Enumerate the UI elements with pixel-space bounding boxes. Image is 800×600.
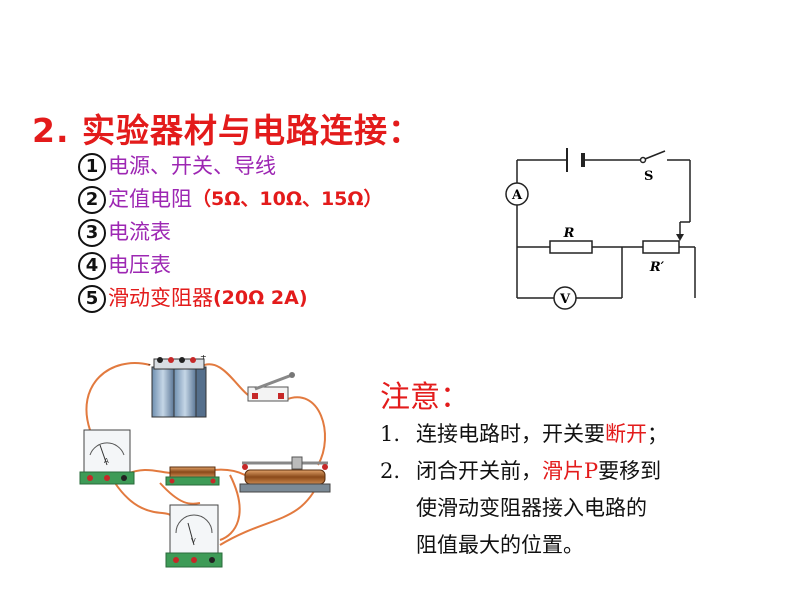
notice-continuation-1: 使滑动变阻器接入电路的: [380, 490, 668, 527]
voltmeter-label: V: [559, 292, 571, 307]
notice-text: 连接电路时，开关要: [416, 422, 605, 446]
notice-item-2: 2. 闭合开关前，滑片P要移到: [380, 453, 668, 490]
item-label: 电源、开关、导线: [108, 154, 276, 178]
item-spec: （5Ω、10Ω、15Ω）: [192, 188, 383, 210]
rheostat-symbol: [642, 240, 680, 254]
equipment-item-resistor: 2 定值电阻 （5Ω、10Ω、15Ω）: [78, 183, 383, 216]
notice-title: 注意：: [380, 380, 470, 415]
rheostat-label: R′: [649, 260, 665, 275]
item-label: 电压表: [108, 253, 171, 277]
notice-text: 阻值最大的位置。: [416, 533, 584, 557]
rheostat-apparatus: [239, 456, 331, 493]
ammeter-symbol: [505, 182, 529, 206]
item-number: 4: [78, 251, 106, 280]
notice-text: 闭合开关前，: [416, 459, 542, 483]
svg-text:-: -: [148, 360, 151, 369]
svg-text:+: +: [200, 355, 207, 361]
notice-text-end: ；: [647, 422, 668, 446]
notice-highlight: 断开: [605, 422, 647, 446]
switch-label: S: [644, 169, 653, 184]
item-number: 2: [78, 185, 106, 214]
ammeter-label: A: [511, 188, 523, 203]
item-spec: (20Ω 2A): [213, 287, 308, 309]
resistor-symbol: [549, 240, 593, 254]
item-number: 3: [78, 218, 106, 247]
battery-apparatus: - +: [148, 355, 207, 418]
section-title: 2. 实验器材与电路连接：: [32, 111, 422, 150]
voltmeter-apparatus: V: [165, 504, 223, 568]
item-number: 5: [78, 284, 106, 313]
switch-symbol: [639, 150, 666, 164]
notice-text: 使滑动变阻器接入电路的: [416, 496, 647, 520]
item-label: 电流表: [108, 220, 171, 244]
equipment-list: 1 电源、开关、导线 2 定值电阻 （5Ω、10Ω、15Ω） 3 电流表 4 电…: [78, 150, 383, 315]
svg-text:A: A: [104, 457, 109, 465]
battery-symbol: [566, 148, 585, 172]
knife-switch-apparatus: [247, 372, 295, 402]
circuit-diagram: S A R R′ V: [505, 148, 696, 310]
resistor-apparatus: [165, 466, 220, 486]
svg-text:V: V: [191, 537, 196, 545]
equipment-item-voltmeter: 4 电压表: [78, 249, 383, 282]
notice-list: 1. 连接电路时，开关要断开； 2. 闭合开关前，滑片P要移到 使滑动变阻器接入电路…: [380, 416, 668, 564]
notice-text-end: 要移到: [598, 459, 662, 483]
ammeter-apparatus: A: [79, 429, 135, 485]
item-label: 定值电阻: [108, 187, 192, 211]
apparatus-illustration: - + A V: [79, 355, 331, 568]
voltmeter-symbol: [553, 286, 577, 310]
rheostat-slider-arrow: [676, 222, 684, 241]
resistor-label: R: [563, 226, 575, 241]
equipment-item-ammeter: 3 电流表: [78, 216, 383, 249]
notice-highlight: 滑片P: [542, 459, 599, 483]
item-number: 1: [78, 152, 106, 181]
equipment-item-power: 1 电源、开关、导线: [78, 150, 383, 183]
item-label: 滑动变阻器: [108, 286, 213, 310]
notice-number: 2.: [380, 459, 401, 483]
notice-number: 1.: [380, 422, 401, 446]
notice-item-1: 1. 连接电路时，开关要断开；: [380, 416, 668, 453]
notice-continuation-2: 阻值最大的位置。: [380, 527, 668, 564]
equipment-item-rheostat: 5 滑动变阻器 (20Ω 2A): [78, 282, 383, 315]
